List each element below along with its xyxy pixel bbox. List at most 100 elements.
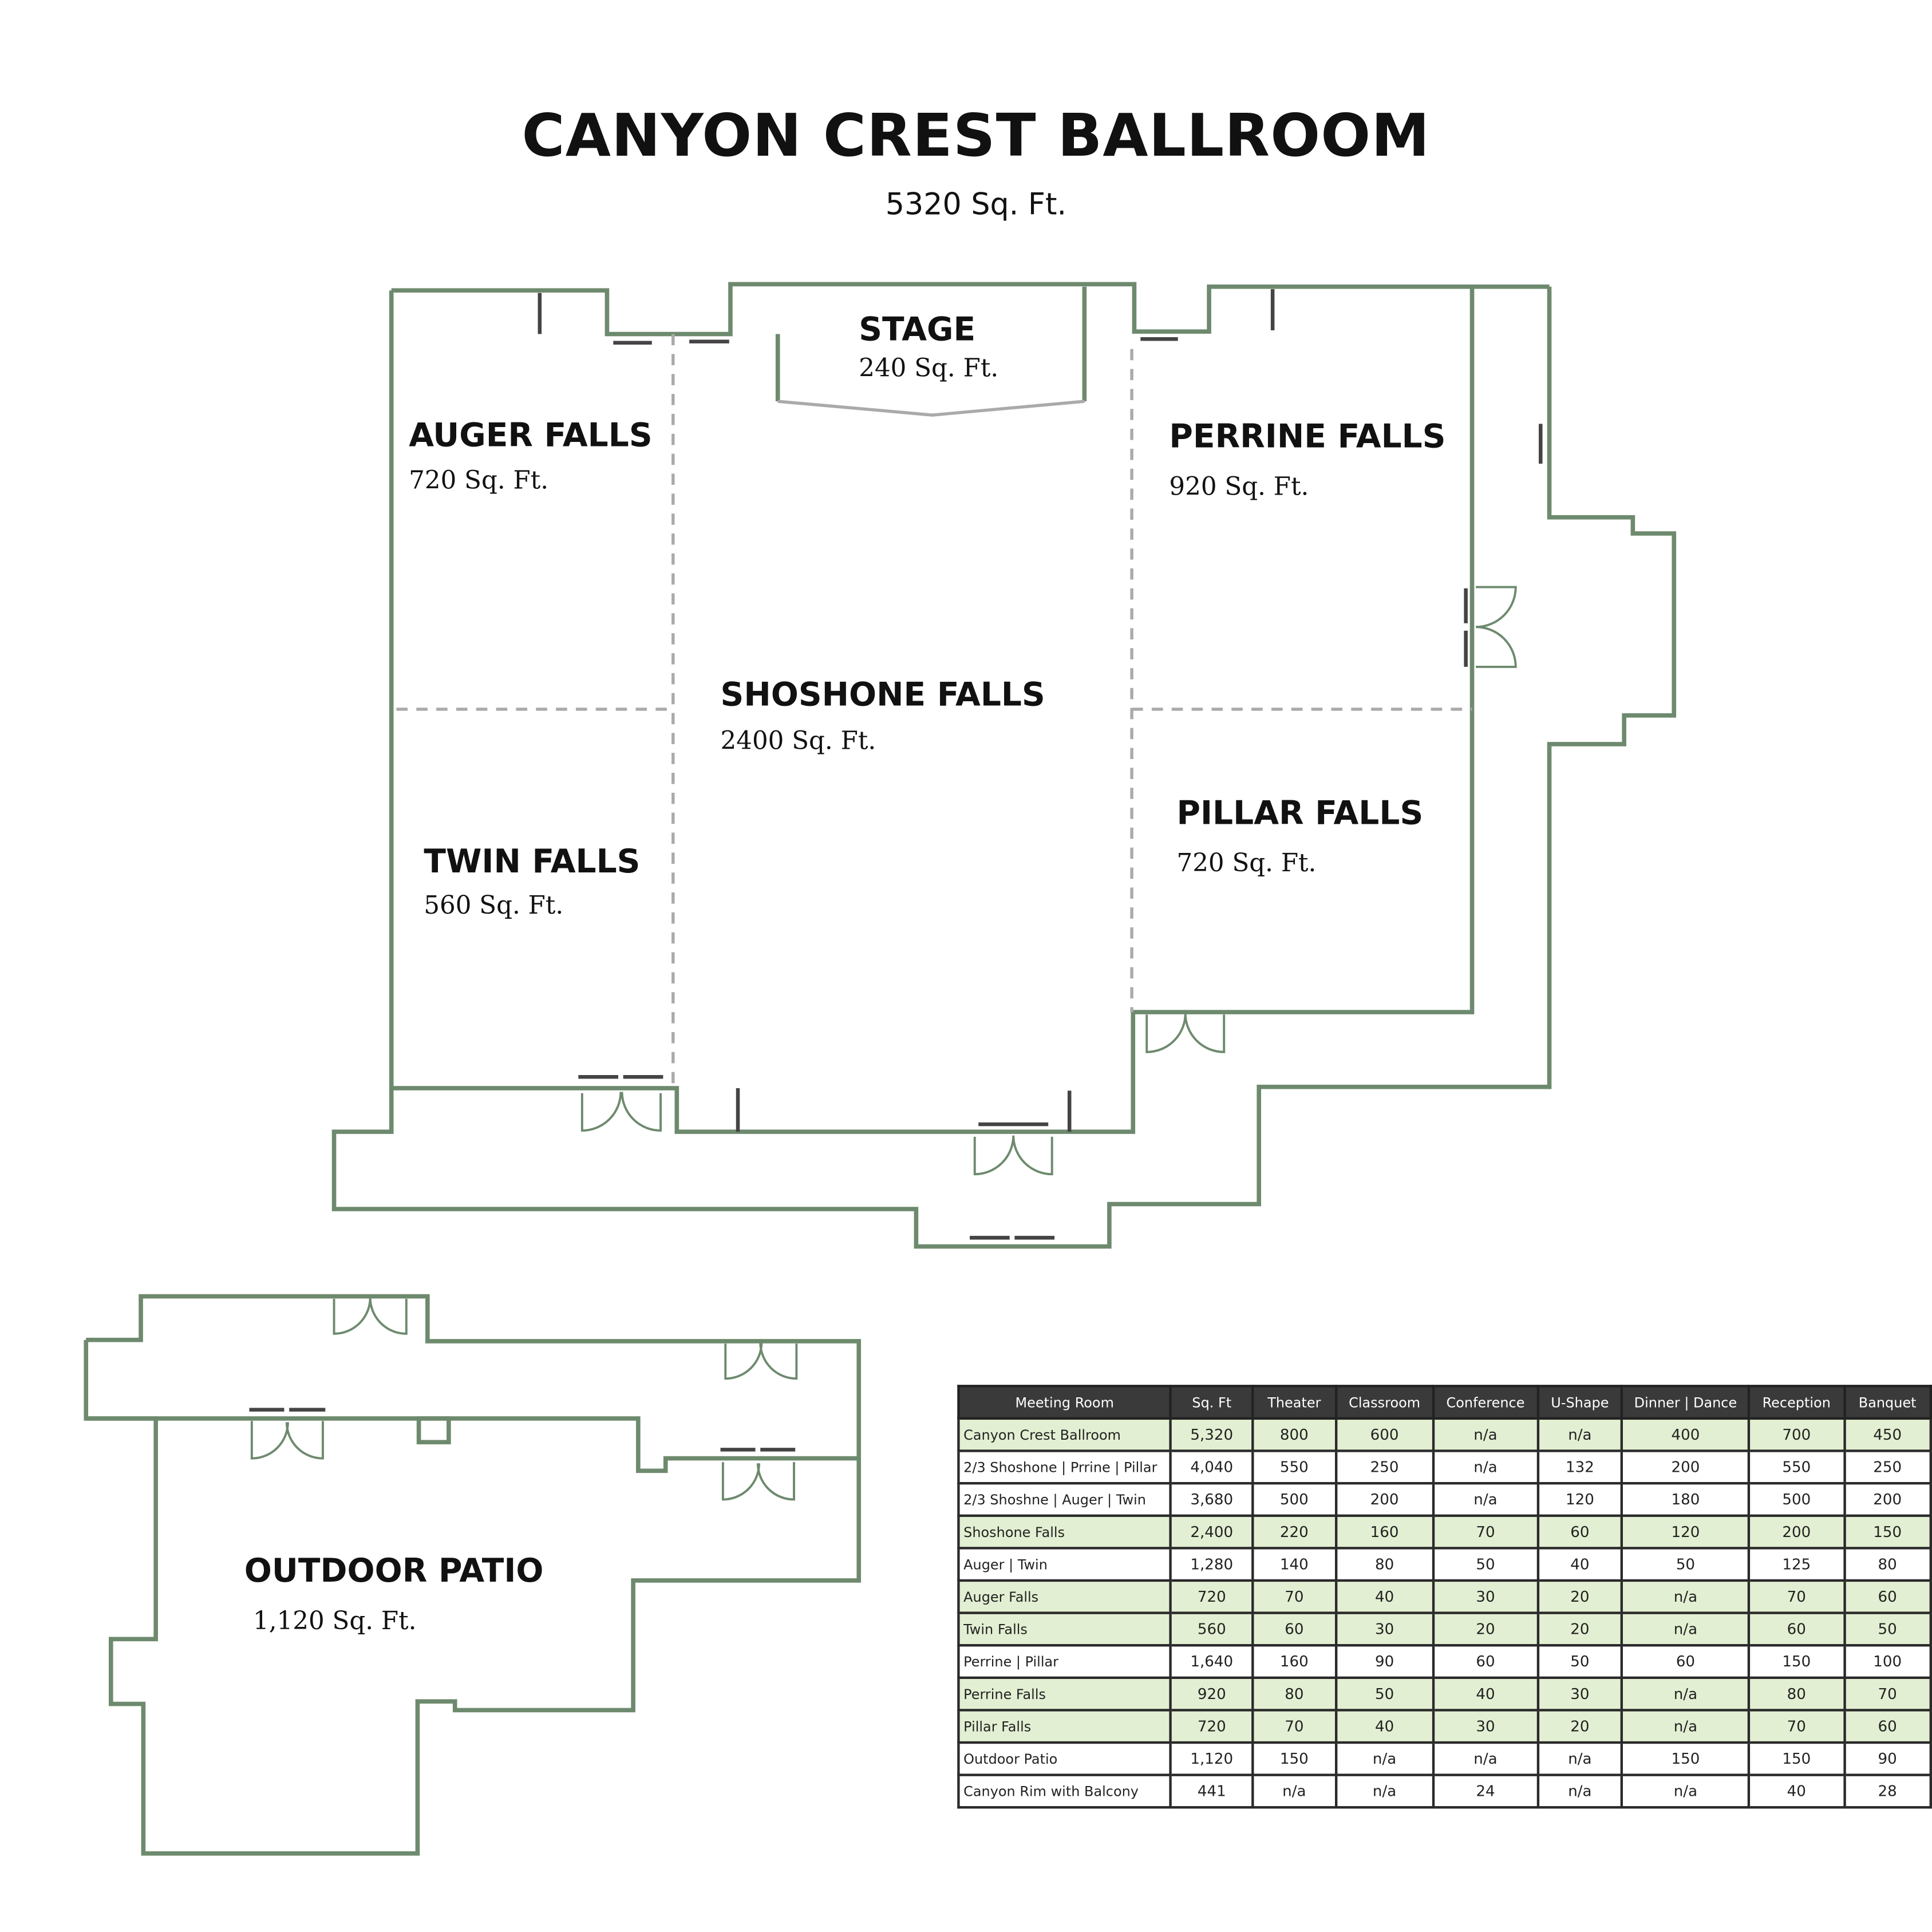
table-cell: 70 [1747,1709,1846,1744]
table-cell: 30 [1432,1709,1539,1744]
ballroom-inner-wall [389,286,1475,1134]
table-cell: 70 [1251,1709,1337,1744]
table-cell: n/a [1536,1417,1624,1452]
table-cell: 150 [1747,1741,1846,1776]
room-name-cell: Pillar Falls [957,1709,1172,1744]
room-name-cell: Outdoor Patio [957,1741,1172,1776]
twin-falls-area: 560 Sq. Ft. [424,890,564,920]
table-cell: n/a [1334,1741,1435,1776]
room-name-cell: Shoshone Falls [957,1514,1172,1550]
table-cell: 800 [1251,1417,1337,1452]
table-cell: 70 [1843,1676,1932,1712]
table-cell: 400 [1621,1417,1751,1452]
pillar-falls-label: PILLAR FALLS [1176,795,1424,833]
room-name-cell: Auger | Twin [957,1547,1172,1582]
table-cell: 70 [1747,1579,1846,1614]
table-cell: 60 [1251,1611,1337,1647]
table-cell: 60 [1432,1644,1539,1679]
table-cell: 60 [1843,1579,1932,1614]
table-cell: 720 [1169,1579,1254,1614]
column-header: Sq. Ft [1169,1385,1254,1420]
table-cell: 500 [1747,1481,1846,1517]
table-cell: 132 [1536,1449,1624,1485]
table-cell: n/a [1621,1676,1751,1712]
patio-outline [84,1294,862,1856]
table-cell: 250 [1334,1449,1435,1485]
table-cell: 60 [1621,1644,1751,1679]
perrine-falls-area: 920 Sq. Ft. [1169,471,1309,501]
table-cell: n/a [1432,1449,1539,1485]
table-cell: 200 [1621,1449,1751,1485]
table-cell: 2,400 [1169,1514,1254,1550]
table-cell: n/a [1251,1773,1337,1809]
table-cell: n/a [1621,1611,1751,1647]
column-header: Reception [1747,1385,1846,1420]
table-cell: 5,320 [1169,1417,1254,1452]
table-cell: 220 [1251,1514,1337,1550]
table-cell: 150 [1251,1741,1337,1776]
partition-lines [396,334,1472,1088]
room-name-cell: Auger Falls [957,1579,1172,1614]
table-cell: 200 [1747,1514,1846,1550]
table-cell: 720 [1169,1709,1254,1744]
table-cell: 20 [1536,1611,1624,1647]
column-header: Meeting Room [957,1385,1172,1420]
table-cell: 150 [1621,1741,1751,1776]
table-cell: n/a [1334,1773,1435,1809]
room-name-cell: Perrine Falls [957,1676,1172,1712]
page-title: CANYON CREST BALLROOM [521,102,1431,171]
table-cell: 50 [1334,1676,1435,1712]
column-header: Banquet [1843,1385,1932,1420]
stage-label: STAGE [859,311,976,349]
auger-falls-label: AUGER FALLS [409,417,653,455]
table-cell: 50 [1432,1547,1539,1582]
column-header: Conference [1432,1385,1539,1420]
table-cell: 4,040 [1169,1449,1254,1485]
table-cell: n/a [1432,1481,1539,1517]
table-cell: 50 [1536,1644,1624,1679]
table-cell: 60 [1843,1709,1932,1744]
table-cell: 120 [1621,1514,1751,1550]
table-cell: 40 [1536,1547,1624,1582]
table-cell: 20 [1432,1611,1539,1647]
table-cell: 441 [1169,1773,1254,1809]
table-cell: 160 [1334,1514,1435,1550]
table-cell: 50 [1843,1611,1932,1647]
table-cell: n/a [1621,1709,1751,1744]
room-name-cell: Canyon Rim with Balcony [957,1773,1172,1809]
table-cell: n/a [1536,1773,1624,1809]
room-name-cell: Twin Falls [957,1611,1172,1647]
table-cell: 70 [1432,1514,1539,1550]
table-cell: 120 [1536,1481,1624,1517]
auger-falls-area: 720 Sq. Ft. [409,465,549,495]
table-cell: n/a [1536,1741,1624,1776]
table-cell: 30 [1432,1579,1539,1614]
patio-inner-wall [86,1416,859,1473]
outdoor-patio-label: OUTDOOR PATIO [244,1553,544,1591]
column-header: Theater [1251,1385,1337,1420]
table-cell: 80 [1747,1676,1846,1712]
table-cell: 40 [1334,1709,1435,1744]
table-cell: 550 [1251,1449,1337,1485]
table-cell: 200 [1843,1481,1932,1517]
table-cell: 200 [1334,1481,1435,1517]
ballroom-top-wall [391,282,1550,337]
table-cell: 1,640 [1169,1644,1254,1679]
table-cell: 28 [1843,1773,1932,1809]
table-cell: 180 [1621,1481,1751,1517]
table-cell: 600 [1334,1417,1435,1452]
column-header: U-Shape [1536,1385,1624,1420]
table-cell: n/a [1432,1417,1539,1452]
table-cell: 50 [1621,1547,1751,1582]
pillar-falls-area: 720 Sq. Ft. [1176,847,1317,878]
table-cell: 160 [1251,1644,1337,1679]
table-cell: 80 [1334,1547,1435,1582]
table-cell: 920 [1169,1676,1254,1712]
